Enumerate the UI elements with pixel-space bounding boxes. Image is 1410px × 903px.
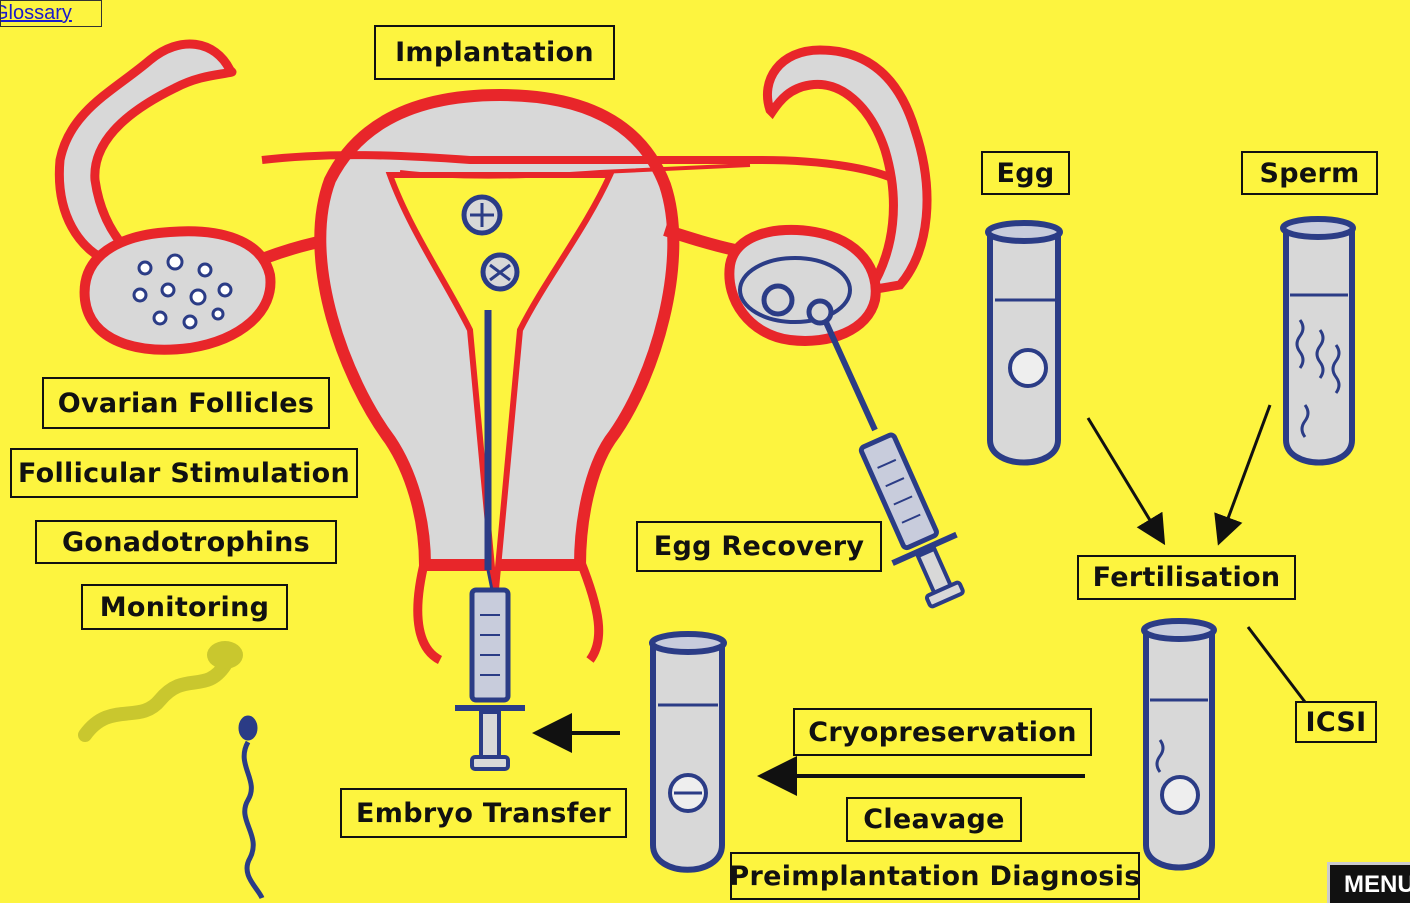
glossary-link[interactable]: Glossary [0,0,102,27]
icsi-label[interactable]: ICSI [1295,701,1377,743]
cryopreservation-label[interactable]: Cryopreservation [793,708,1092,756]
follicular-stimulation-label[interactable]: Follicular Stimulation [10,448,358,498]
fertilisation-label[interactable]: Fertilisation [1077,555,1296,600]
egg-test-tube-icon [988,223,1060,463]
sperm-label[interactable]: Sperm [1241,151,1378,195]
faint-sperm-icon [85,665,225,735]
sperm-icon [239,716,262,898]
monitoring-label[interactable]: Monitoring [81,584,288,630]
arrow-sperm-to-fertilisation [1220,405,1270,540]
embryo-transfer-label[interactable]: Embryo Transfer [340,788,627,838]
cleavage-label[interactable]: Cleavage [846,797,1022,842]
implantation-label[interactable]: Implantation [374,25,615,80]
left-ovary [85,231,271,349]
sperm-test-tube-icon [1283,219,1353,463]
icsi-connector-line [1248,627,1305,702]
gonadotrophins-label[interactable]: Gonadotrophins [35,520,337,564]
menu-button[interactable]: MENU [1327,862,1410,903]
egg-recovery-label[interactable]: Egg Recovery [636,521,882,572]
cleavage-test-tube-icon [652,634,724,870]
ovarian-follicles-label[interactable]: Ovarian Follicles [42,377,330,429]
fertilisation-test-tube-icon [1144,621,1214,868]
preimplantation-diagnosis-label[interactable]: Preimplantation Diagnosis [730,852,1140,900]
egg-label[interactable]: Egg [981,151,1070,195]
arrow-egg-to-fertilisation [1088,418,1162,540]
